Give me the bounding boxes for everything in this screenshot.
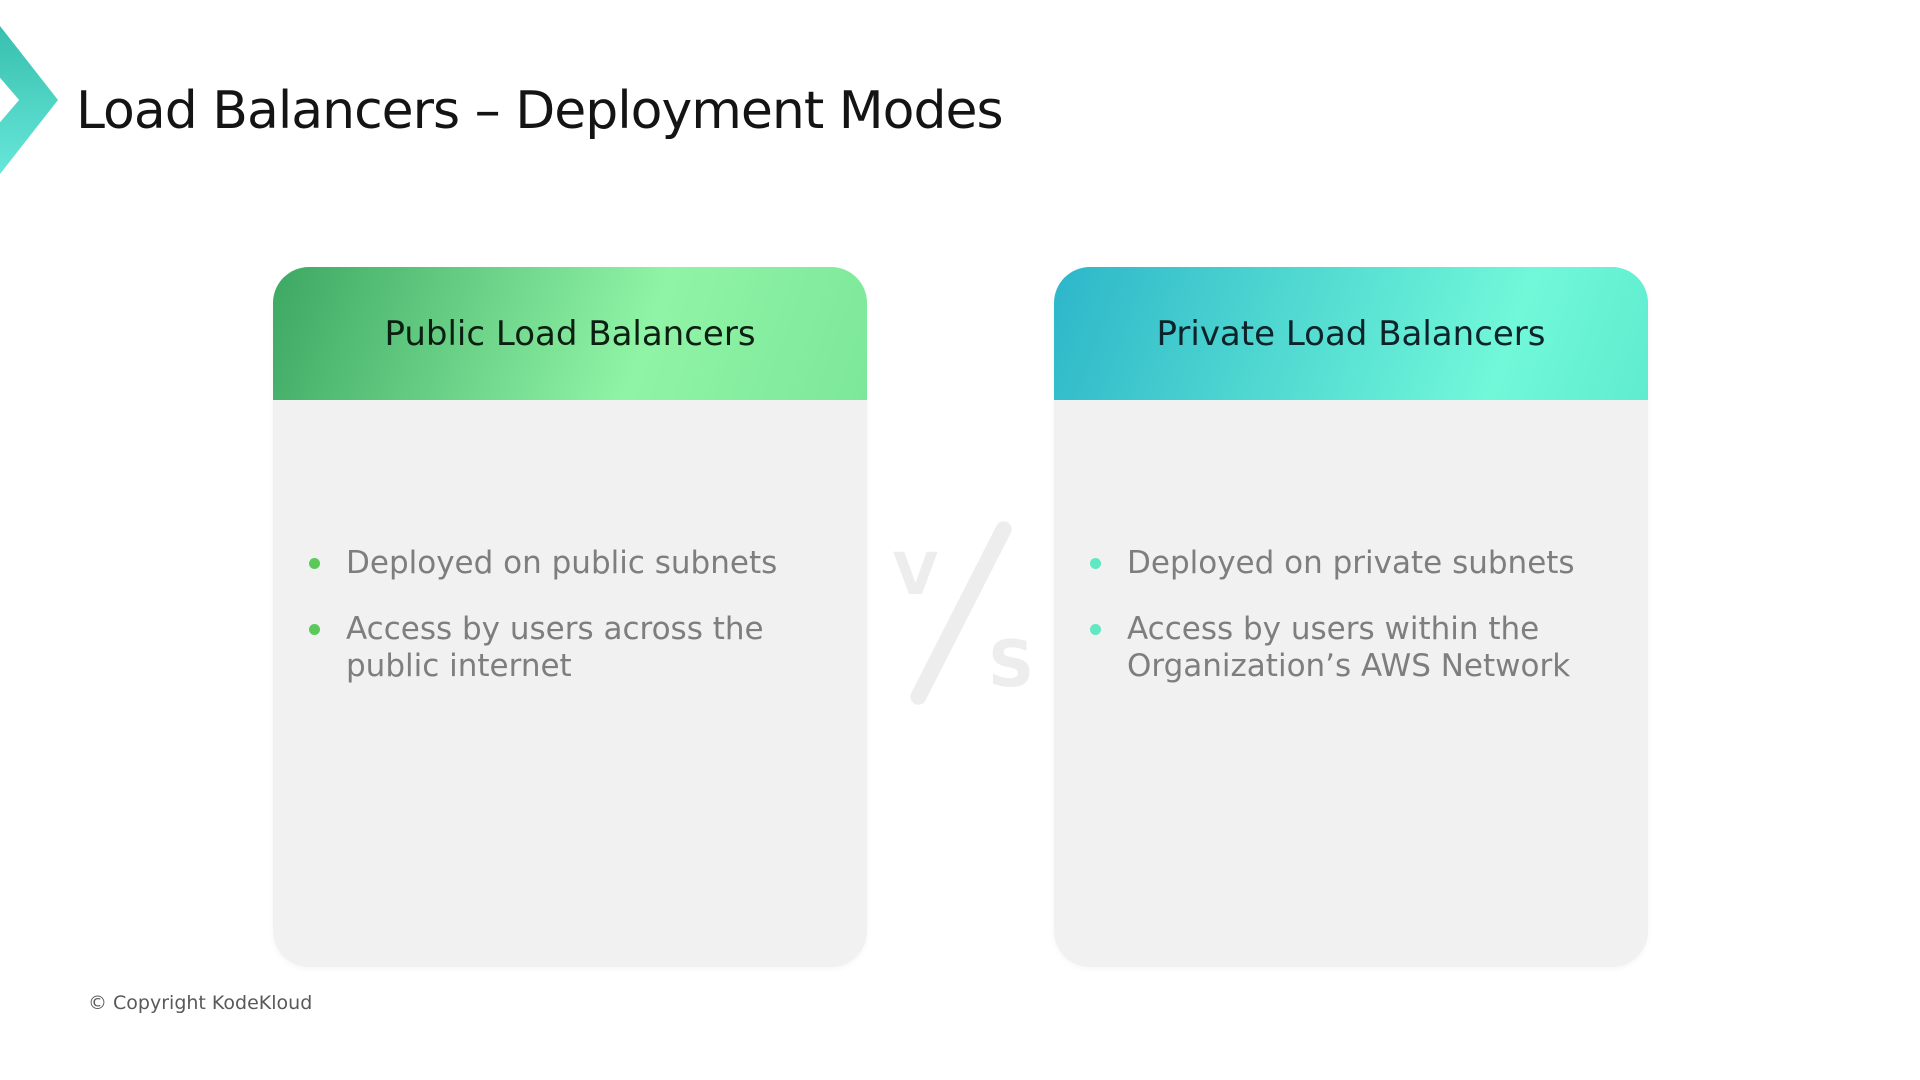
bullet-text: Access by users across the public intern… <box>346 611 764 684</box>
bullet-dot-icon <box>1090 624 1101 635</box>
bullet-dot-icon <box>1090 558 1101 569</box>
list-item: Access by users within the Organization’… <box>1090 611 1600 685</box>
bullet-text: Access by users within the Organization’… <box>1127 611 1571 684</box>
bullet-text: Deployed on public subnets <box>346 545 778 581</box>
list-item: Deployed on public subnets <box>309 545 819 582</box>
public-card-header: Public Load Balancers <box>273 267 867 400</box>
bullet-dot-icon <box>309 624 320 635</box>
public-load-balancers-card: Public Load Balancers Deployed on public… <box>273 267 867 967</box>
private-card-bullet-list: Deployed on private subnets Access by us… <box>1090 545 1600 714</box>
list-item: Access by users across the public intern… <box>309 611 819 685</box>
bullet-text: Deployed on private subnets <box>1127 545 1575 581</box>
list-item: Deployed on private subnets <box>1090 545 1600 582</box>
bullet-dot-icon <box>309 558 320 569</box>
versus-watermark-v: V <box>893 540 938 608</box>
private-card-header: Private Load Balancers <box>1054 267 1648 400</box>
copyright-notice: © Copyright KodeKloud <box>88 992 313 1014</box>
page-title: Load Balancers – Deployment Modes <box>76 81 1004 141</box>
public-card-bullet-list: Deployed on public subnets Access by use… <box>309 545 819 714</box>
versus-watermark-s: S <box>988 628 1035 702</box>
private-load-balancers-card: Private Load Balancers Deployed on priva… <box>1054 267 1648 967</box>
kodekloud-chevron-logo-icon <box>0 26 58 174</box>
